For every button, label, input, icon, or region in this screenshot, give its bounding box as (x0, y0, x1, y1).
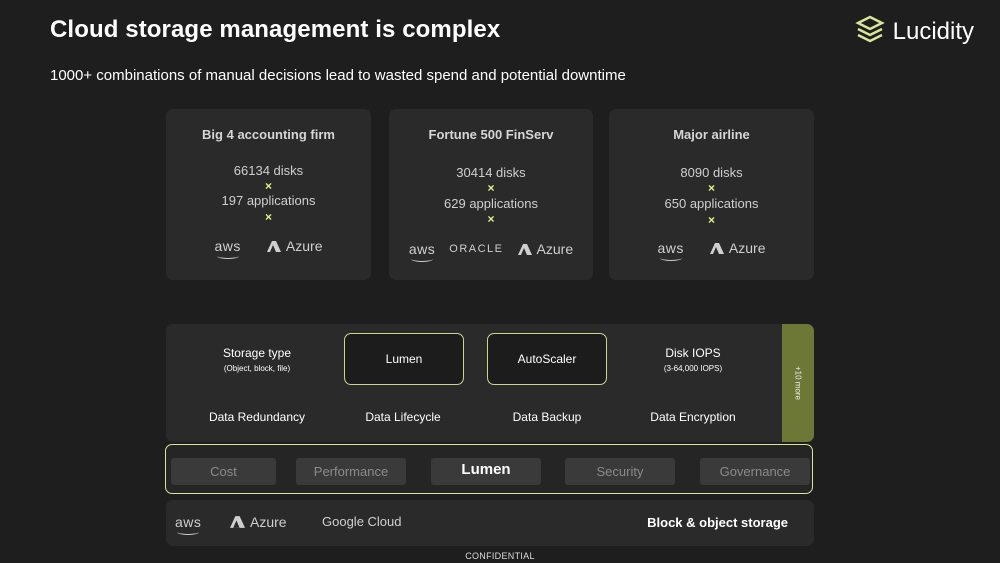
times-icon: × (264, 179, 272, 193)
block-object-storage-label: Block & object storage (647, 515, 788, 530)
card-disks: 8090 disks (680, 165, 743, 180)
chip-security: Security (565, 458, 675, 485)
chip-cost: Cost (171, 458, 276, 485)
aws-logo: aws (409, 241, 435, 262)
storage-bar: aws Azure Google Cloud Block & object st… (166, 500, 814, 546)
autoscaler-box: AutoScaler (487, 333, 607, 385)
times-icon: × (487, 181, 495, 195)
chip-performance: Performance (296, 458, 406, 485)
customer-card: Big 4 accounting firm 66134 disks × 197 … (166, 109, 371, 280)
times-icon: × (264, 210, 272, 224)
disk-iops-sub: (3-64,000 IOPS) (663, 364, 723, 373)
data-encryption: Data Encryption (650, 410, 736, 424)
confidential-footer: CONFIDENTIAL (465, 551, 535, 561)
data-lifecycle: Data Lifecycle (365, 410, 441, 424)
azure-logo: Azure (266, 238, 322, 254)
lumen-label: Lumen (461, 461, 511, 478)
oracle-logo: ORACLE (449, 243, 504, 255)
azure-icon (517, 243, 532, 255)
card-disks: 30414 disks (456, 165, 526, 180)
card-logos: aws Azure (609, 240, 814, 261)
card-logos: aws Azure (166, 238, 371, 259)
google-cloud-logo: Google Cloud (322, 514, 402, 529)
card-disks: 66134 disks (233, 163, 304, 178)
data-backup: Data Backup (512, 410, 582, 424)
brand-name: Lucidity (892, 17, 974, 45)
customer-card: Fortune 500 FinServ 30414 disks × 629 ap… (389, 109, 593, 280)
times-icon: × (707, 181, 715, 195)
more-options-label: +10 more (793, 365, 803, 401)
azure-icon (709, 242, 724, 254)
storage-type-cell: Storage type (Object, block, file) (202, 346, 312, 373)
disk-iops-cell: Disk IOPS (3-64,000 IOPS) (638, 346, 748, 373)
lucidity-logo-icon (854, 15, 885, 48)
lumen-box: Lumen (344, 333, 464, 385)
card-applications: 650 applications (664, 196, 759, 211)
azure-logo: Azure (709, 240, 765, 256)
card-applications: 629 applications (444, 196, 538, 211)
storage-type-sub: (Object, block, file) (223, 364, 291, 373)
card-title: Fortune 500 FinServ (428, 127, 554, 142)
aws-logo: aws (658, 240, 684, 261)
more-options-tab: +10 more (782, 324, 814, 442)
chip-governance: Governance (700, 458, 810, 485)
card-logos: aws ORACLE Azure (389, 241, 593, 262)
slide-title: Cloud storage management is complex (50, 16, 501, 43)
decision-panel: Storage type (Object, block, file) Lumen… (166, 324, 814, 442)
data-redundancy: Data Redundancy (208, 410, 306, 424)
card-title: Big 4 accounting firm (202, 127, 335, 142)
times-icon: × (707, 213, 715, 227)
aws-logo: aws (215, 238, 241, 259)
card-applications: 197 applications (221, 193, 316, 208)
card-title: Major airline (673, 127, 750, 142)
lumen-bar: Cost Performance Lumen Security Governan… (165, 444, 813, 494)
times-icon: × (487, 212, 495, 226)
aws-logo: aws (175, 514, 201, 535)
slide-subtitle: 1000+ combinations of manual decisions l… (50, 67, 626, 84)
azure-icon (230, 516, 245, 528)
azure-icon (266, 240, 281, 252)
azure-logo: Azure (517, 241, 573, 257)
azure-logo: Azure (230, 514, 287, 530)
chip-lumen-bg (431, 458, 541, 485)
storage-type-label: Storage type (222, 346, 292, 360)
customer-card: Major airline 8090 disks × 650 applicati… (609, 109, 814, 280)
disk-iops-label: Disk IOPS (665, 346, 721, 360)
brand-logo: Lucidity (854, 15, 974, 48)
